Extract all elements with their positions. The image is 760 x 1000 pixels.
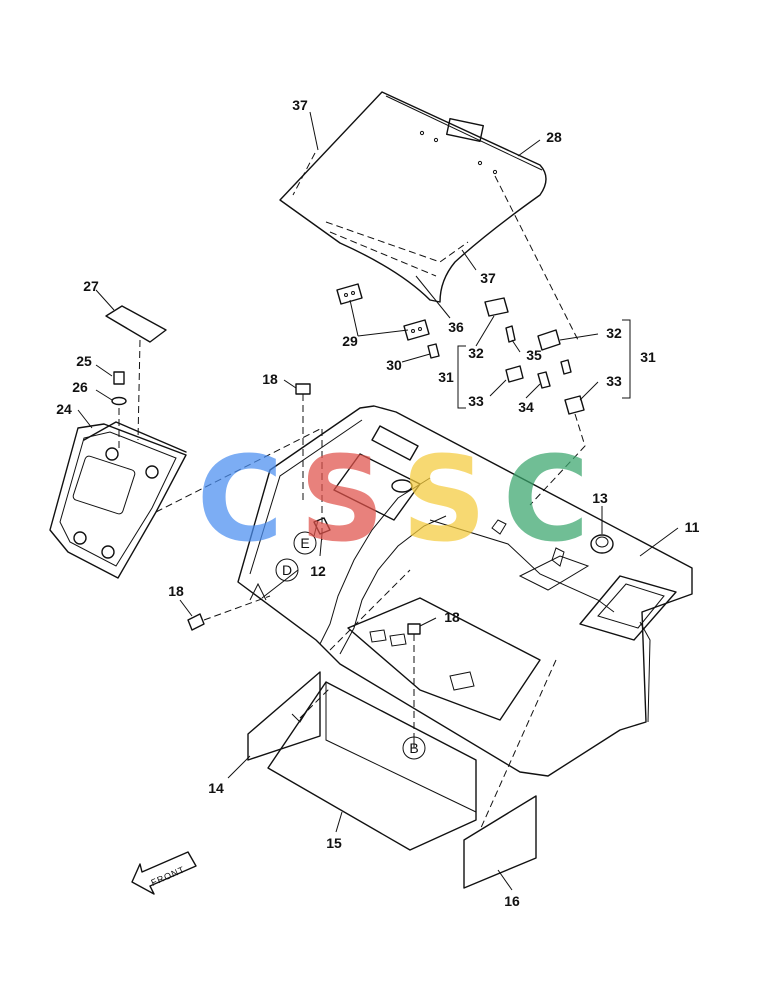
reference-circle-b <box>402 736 426 760</box>
callout-32-right: 32 <box>606 325 622 341</box>
part-27-plate <box>105 305 167 441</box>
part-12-bracket <box>313 517 331 535</box>
callout-30: 30 <box>386 357 402 373</box>
part-25-26-fasteners <box>111 371 127 450</box>
callout-13: 13 <box>592 490 608 506</box>
watermark: C S S C <box>197 430 590 568</box>
part-18-bolts <box>187 383 421 738</box>
callout-27: 27 <box>83 278 99 294</box>
callout-15: 15 <box>326 835 342 851</box>
callout-11: 11 <box>685 519 700 535</box>
callout-32-left: 32 <box>468 345 484 361</box>
callout-18-upper: 18 <box>262 371 278 387</box>
callout-25: 25 <box>76 353 92 369</box>
part-24-panel <box>49 421 187 579</box>
callout-37-right: 37 <box>480 270 496 286</box>
watermark-letter-1: C <box>197 430 284 568</box>
watermark-letter-3: S <box>402 430 487 568</box>
part-15-plate <box>267 681 477 851</box>
callout-33-right: 33 <box>606 373 622 389</box>
callout-37-top: 37 <box>292 97 308 113</box>
callout-33-left: 33 <box>468 393 484 409</box>
reference-label-b: B <box>409 740 418 756</box>
part-16-plate <box>463 795 537 889</box>
callout-31-left: 31 <box>438 369 454 385</box>
part-32-35-hinge-set <box>484 297 586 506</box>
callout-26: 26 <box>72 379 88 395</box>
reference-label-d: D <box>282 562 292 578</box>
reference-circle-e <box>293 531 317 555</box>
watermark-letter-4: C <box>503 430 590 568</box>
callout-18-lower: 18 <box>444 609 460 625</box>
part-28-lid <box>279 91 579 341</box>
callout-18-left: 18 <box>168 583 184 599</box>
reference-circle-d <box>275 558 299 582</box>
callout-29: 29 <box>342 333 358 349</box>
callout-35: 35 <box>526 347 542 363</box>
callout-14: 14 <box>208 780 224 796</box>
part-14-plate <box>247 671 321 761</box>
part-11-housing <box>237 405 693 777</box>
front-arrow-label: FRONT <box>150 864 187 888</box>
callout-24: 24 <box>56 401 72 417</box>
callout-31-right: 31 <box>640 349 656 365</box>
callout-34: 34 <box>518 399 534 415</box>
reference-markers: E D B <box>275 531 426 760</box>
reference-label-e: E <box>300 535 309 551</box>
callout-28: 28 <box>546 129 562 145</box>
callout-36: 36 <box>448 319 464 335</box>
front-direction-arrow: FRONT <box>131 851 197 895</box>
leader-lines <box>77 111 679 891</box>
callout-12: 12 <box>310 563 326 579</box>
callout-labels: 37 28 37 27 36 29 32 32 35 31 25 30 31 1… <box>56 97 699 909</box>
callout-16: 16 <box>504 893 520 909</box>
part-13-knob <box>590 534 614 554</box>
watermark-letter-2: S <box>300 430 385 568</box>
